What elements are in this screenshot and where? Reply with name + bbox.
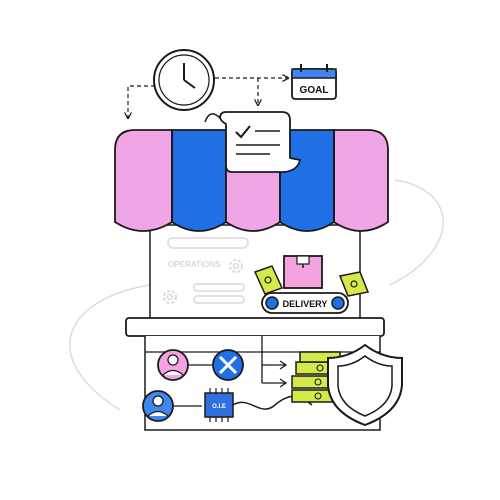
tools-icon <box>212 349 244 381</box>
person-avatar-icon <box>142 390 174 422</box>
delivery-label: DELIVERY <box>283 299 328 309</box>
awning <box>114 129 389 232</box>
checklist-receipt-icon <box>204 111 302 173</box>
dashed-arrow-left <box>128 85 155 118</box>
chip-label: O.I.E <box>212 404 226 410</box>
conveyor-belt-icon: DELIVERY <box>261 292 349 314</box>
calendar-goal-icon: GOAL <box>291 64 337 100</box>
operations-faint-panel: OPERATIONS <box>163 237 249 304</box>
decor-swoosh-left <box>69 284 151 411</box>
arrowhead <box>279 360 288 370</box>
banknote-icon <box>338 271 370 297</box>
counter-bar <box>125 317 385 337</box>
clock-icon <box>153 49 215 111</box>
arrowhead <box>279 378 288 388</box>
gear-icon <box>163 290 177 304</box>
microchip-icon: O.I.E <box>204 388 234 422</box>
goal-label: GOAL <box>300 85 329 96</box>
decor-swoosh-right <box>389 179 444 286</box>
gear-icon <box>229 259 243 273</box>
branch-arrows <box>261 336 286 384</box>
operations-label: OPERATIONS <box>168 260 221 269</box>
package-box-icon <box>283 255 323 289</box>
shield-icon <box>327 343 403 427</box>
banknote-icon <box>253 265 284 295</box>
person-avatar-icon <box>157 349 189 381</box>
